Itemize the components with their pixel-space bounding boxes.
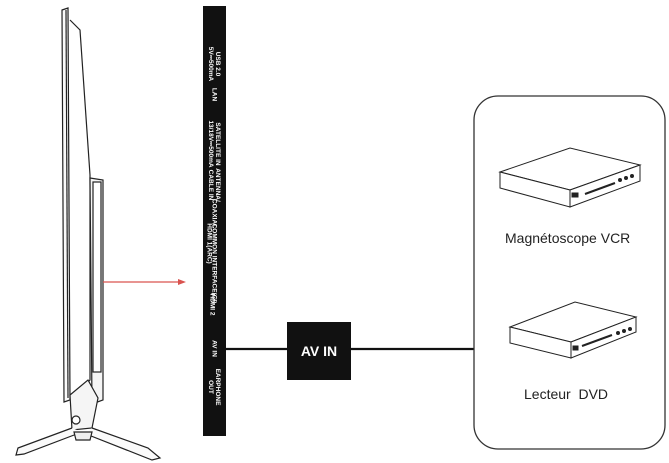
vcr-device-icon (498, 147, 642, 208)
hdmi1-port-label: HDMI 1(ARC) (205, 223, 213, 264)
earphone-port-label: EARPHONE OUT (207, 368, 221, 406)
connector-panel (203, 6, 226, 436)
av-in-connector-tag: AV IN (287, 322, 351, 380)
tv-side-view (15, 7, 162, 461)
pointer-arrow (103, 279, 186, 285)
dvd-label: Lecteur DVD (524, 386, 609, 402)
dvd-device-icon (508, 301, 638, 359)
hdmi2-port-label: HDMI 2 (208, 293, 216, 316)
vcr-label: Magnétoscope VCR (505, 230, 631, 246)
